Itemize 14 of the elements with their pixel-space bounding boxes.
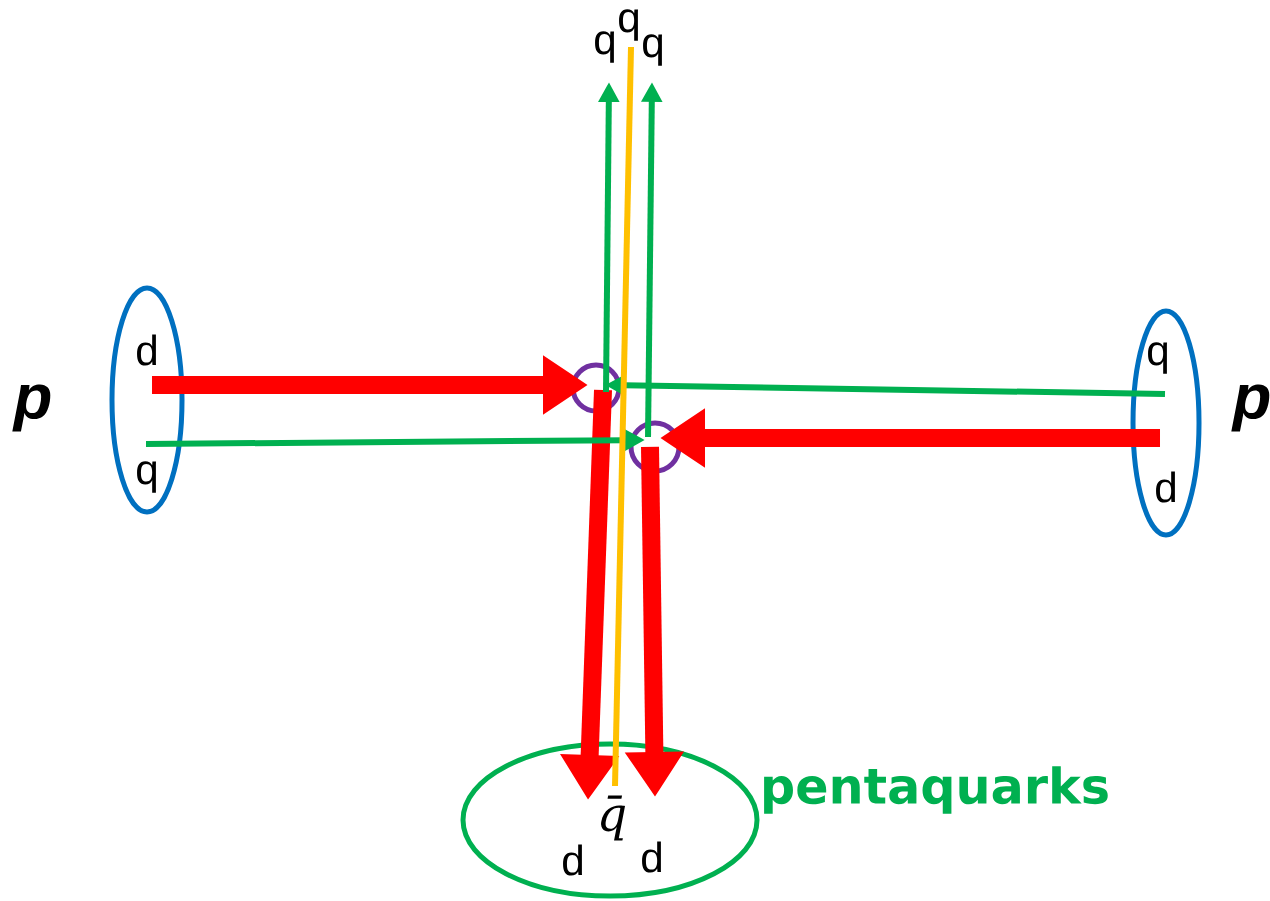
proton-label: p — [1231, 384, 1270, 432]
quark-label: q̄ — [601, 795, 625, 841]
quark-label: d — [563, 844, 582, 876]
quark-label: d — [642, 841, 661, 873]
quark-label: q — [1148, 342, 1168, 374]
vertex-circle — [570, 362, 622, 414]
quark-label: d — [137, 334, 156, 366]
quark-label: d — [1156, 471, 1175, 503]
quark-label: q — [595, 31, 615, 63]
group-label: pentaquarks — [764, 766, 1108, 814]
proton-label: p — [12, 384, 51, 432]
quark-label: q — [643, 34, 663, 66]
quark-label: q — [137, 461, 157, 493]
quark-label: q — [619, 9, 639, 41]
